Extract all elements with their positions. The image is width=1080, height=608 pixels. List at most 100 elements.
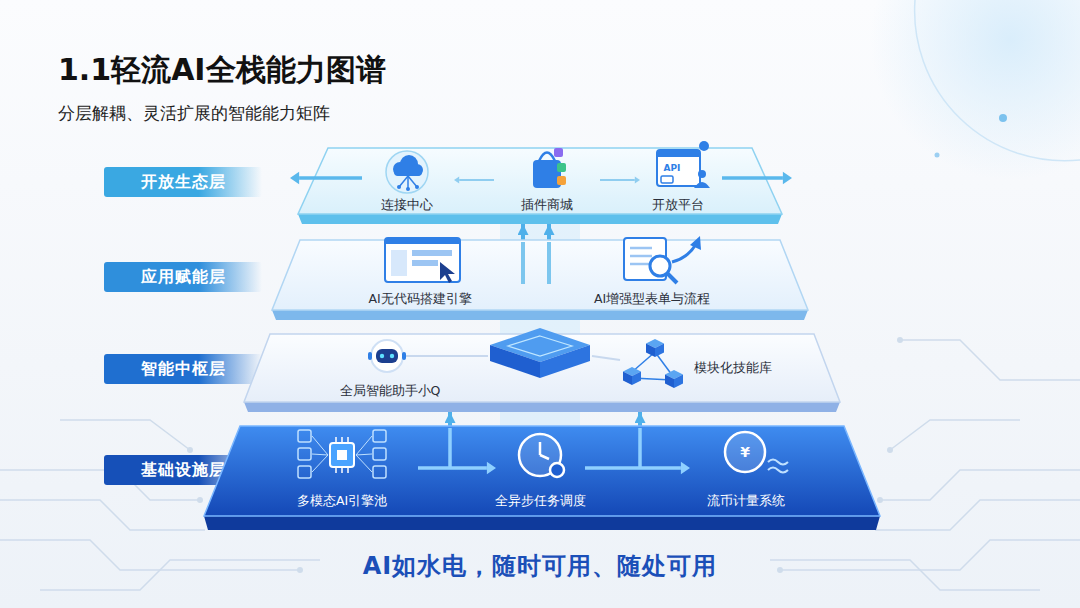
hub-wire xyxy=(592,356,620,360)
skill-cube xyxy=(646,344,655,358)
layer-plate xyxy=(298,148,782,224)
bag-icon xyxy=(533,160,561,188)
circuit-line xyxy=(875,500,1080,530)
robot-eye xyxy=(390,354,394,358)
growth-arrow-head xyxy=(690,236,701,250)
deco-arrow-shaft xyxy=(418,466,487,470)
skill-cube xyxy=(665,375,674,389)
flow-line xyxy=(547,242,551,284)
deco-arrow-shaft xyxy=(600,179,635,181)
circuit-dot xyxy=(197,497,203,503)
circuit-dot xyxy=(877,497,883,503)
plate-rim xyxy=(244,402,840,412)
builder-block xyxy=(391,250,407,276)
layer-arrow xyxy=(448,412,452,426)
plate-rim xyxy=(204,516,880,530)
circuit-line xyxy=(0,500,205,530)
layer-arrow xyxy=(547,224,551,240)
cursor-icon xyxy=(440,262,455,283)
plate-rim xyxy=(298,214,782,224)
cloud-icon-dot xyxy=(397,185,401,189)
capability-name: AI增强型表单与流程 xyxy=(594,291,710,306)
cloud-icon-bg xyxy=(386,151,428,193)
chip-wire xyxy=(356,454,372,455)
cloud-icon-link xyxy=(408,176,417,187)
circuit-dot xyxy=(897,337,903,343)
user-head xyxy=(698,170,706,178)
capability-name: AI无代码搭建引擎 xyxy=(368,291,471,306)
deco-arrow-shaft xyxy=(722,176,783,180)
coin-wave xyxy=(768,468,788,473)
flow-line xyxy=(448,428,452,468)
robot-head xyxy=(371,340,403,372)
layer-name: 基础设施层 xyxy=(141,460,226,481)
deco-arrow-shaft xyxy=(459,179,494,181)
corner-dot xyxy=(935,153,940,158)
capability-name: 连接中心 xyxy=(381,197,433,212)
builder-block xyxy=(412,250,452,256)
circuit-line xyxy=(890,420,1020,450)
title: 1.1轻流AI全栈能力图谱 xyxy=(58,52,386,88)
gear-icon xyxy=(550,463,564,477)
capability-name: 多模态AI引擎池 xyxy=(297,493,387,508)
circuit-line xyxy=(780,540,1080,570)
capability-name: 开放平台 xyxy=(652,197,704,212)
chip-wire xyxy=(312,455,328,472)
corner-dot xyxy=(999,114,1007,122)
layer-plate xyxy=(272,240,808,320)
deco-arrow-head xyxy=(635,176,640,183)
form-line xyxy=(630,255,652,258)
circuit-line xyxy=(40,560,320,590)
layer-name: 智能中枢层 xyxy=(141,359,226,380)
growth-arrow xyxy=(672,244,696,262)
layer-name: 应用赋能层 xyxy=(141,267,226,288)
modal-icon xyxy=(373,430,386,442)
layer-plate-box: AI无代码搭建引擎 AI增强型表单与流程 xyxy=(272,240,808,320)
skill-cube xyxy=(623,372,632,386)
chip-wire xyxy=(356,455,372,472)
code-mark xyxy=(661,176,673,183)
cloud-icon xyxy=(394,167,422,176)
deco-arrow-shaft xyxy=(299,176,362,180)
layer-name: 开放生态层 xyxy=(141,172,226,193)
bag-tile xyxy=(554,148,563,157)
circuit-line xyxy=(880,470,1080,500)
deco-arrow-head xyxy=(681,462,690,475)
deco-arrow-shaft xyxy=(585,466,681,470)
corner-arc xyxy=(915,0,1080,161)
core-box xyxy=(540,345,590,378)
modal-icon xyxy=(298,430,311,442)
chip-wire xyxy=(356,436,372,455)
cloud-icon-dot xyxy=(406,187,410,191)
capability-name: 全异步任务调度 xyxy=(495,493,586,508)
layer-plate xyxy=(204,426,880,530)
chip-core xyxy=(337,450,347,460)
cloud-icon-dot xyxy=(415,185,419,189)
flow-line xyxy=(521,242,525,284)
user-body xyxy=(694,182,710,188)
chip-wire xyxy=(312,454,328,455)
skill-cube xyxy=(632,372,641,386)
circuit-dot xyxy=(777,567,783,573)
robot-ear xyxy=(402,352,406,360)
api-window xyxy=(657,150,700,186)
circuit-dot xyxy=(297,567,303,573)
deco-arrow-head xyxy=(454,176,459,183)
layer-icons xyxy=(290,141,792,193)
chip-icon xyxy=(330,443,354,467)
robot-eye xyxy=(380,354,384,358)
capability-name: 模块化技能库 xyxy=(694,360,772,375)
magnifier-handle xyxy=(667,273,677,283)
skill-cube xyxy=(674,375,683,389)
deco-arrow-head xyxy=(783,172,792,185)
layer-arrow xyxy=(638,412,642,426)
circuit-line xyxy=(60,420,190,450)
builder-window-bar xyxy=(385,238,460,244)
layer-tag: 开放生态层 xyxy=(104,167,262,197)
capability-name: 插件商城 xyxy=(521,197,573,212)
builder-block xyxy=(412,260,438,266)
plate-face xyxy=(204,426,880,516)
plate-face xyxy=(272,240,808,310)
clock-hand xyxy=(540,455,549,459)
